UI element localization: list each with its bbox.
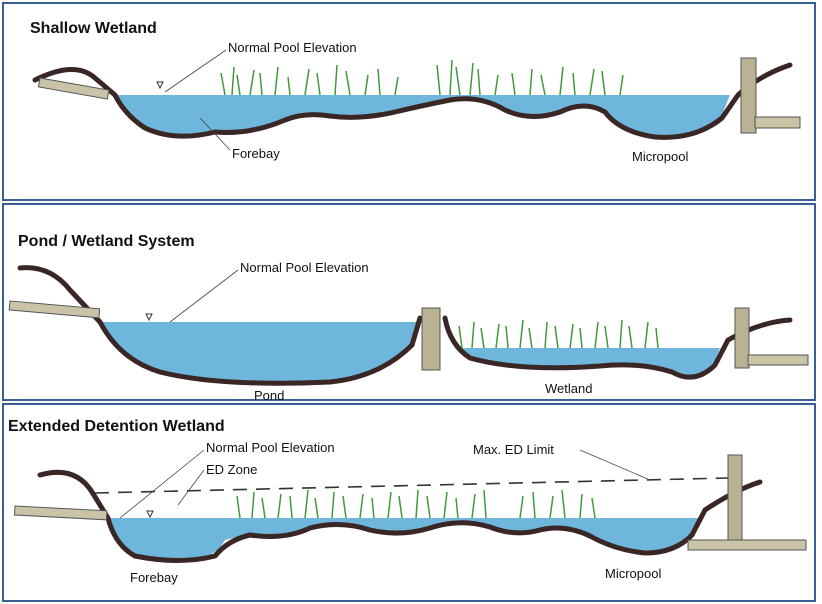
outflow-pipe (754, 116, 801, 129)
riser-structure (740, 57, 757, 134)
riser-structure (727, 454, 743, 548)
inflow-pipe (14, 505, 108, 521)
max-ed-limit-line (94, 477, 729, 494)
label-micropool: Micropool (605, 566, 661, 581)
water-level-icon (145, 313, 153, 322)
label-normal-pool: Normal Pool Elevation (240, 260, 369, 275)
label-normal-pool: Normal Pool Elevation (228, 40, 357, 55)
label-micropool: Micropool (632, 149, 688, 164)
label-wetland: Wetland (545, 381, 592, 396)
water-level-icon (156, 81, 164, 90)
outflow-pipe (687, 539, 807, 551)
label-ed-zone: ED Zone (206, 462, 257, 477)
panel-title: Pond / Wetland System (18, 233, 195, 250)
outflow-pipe (747, 354, 809, 366)
label-forebay: Forebay (130, 570, 178, 585)
panel-title: Extended Detention Wetland (8, 418, 225, 435)
panel-extended-detention-wetland (2, 403, 816, 602)
pond-wetland-drawing: Pond / Wetland System Normal Pool Elevat… (8, 233, 809, 403)
label-forebay: Forebay (232, 146, 280, 161)
extended-detention-drawing: Extended Detention Wetland Normal Pool E… (8, 418, 807, 585)
inflow-pipe (37, 77, 110, 100)
label-max-ed-limit: Max. ED Limit (473, 442, 554, 457)
inflow-pipe (8, 300, 101, 319)
water-level-icon (146, 510, 154, 519)
shallow-wetland-drawing: Shallow Wetland Normal Pool Elevation Fo… (30, 20, 801, 164)
riser-structure (421, 307, 441, 371)
panel-title: Shallow Wetland (30, 20, 157, 37)
label-normal-pool: Normal Pool Elevation (206, 440, 335, 455)
label-pond: Pond (254, 388, 284, 403)
outlet-riser (734, 307, 750, 369)
